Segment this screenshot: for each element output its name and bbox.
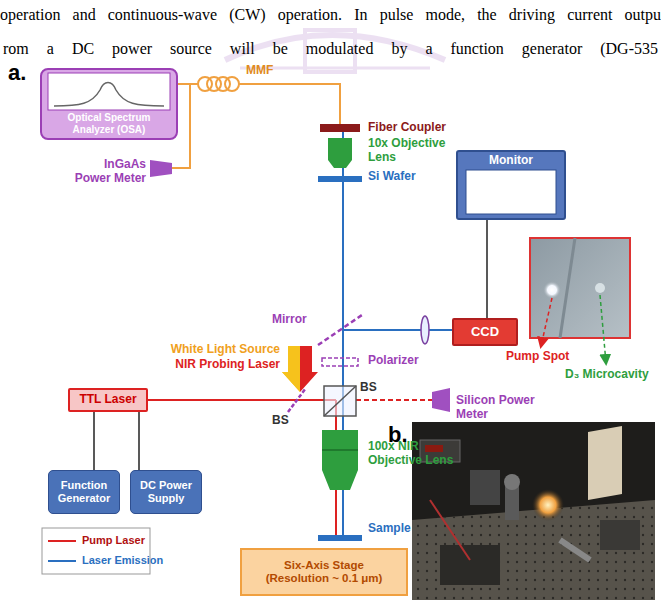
image-edge xyxy=(560,238,575,338)
part-label: Si Wafer xyxy=(368,170,416,184)
leader-arrow xyxy=(541,298,552,346)
part-label: Mirror xyxy=(272,313,307,327)
stage-photo xyxy=(440,545,500,585)
instrument-box: DC Power Supply xyxy=(130,470,202,514)
callout-label: D₃ Microcavity xyxy=(565,368,649,382)
part-label: Fiber Coupler xyxy=(368,121,446,135)
white-light-arrow xyxy=(282,346,300,392)
source-label: NIR Probing Laser xyxy=(146,358,280,372)
optic-mount xyxy=(504,474,520,490)
lab-photo xyxy=(412,422,655,600)
node-text: CCD xyxy=(471,325,499,340)
part-label: 100x NIR Objective Lens xyxy=(368,440,463,468)
mount xyxy=(470,470,500,505)
pump-beam xyxy=(148,399,336,401)
emission-beam xyxy=(343,329,452,331)
objective-lens xyxy=(328,138,352,168)
si-wafer xyxy=(318,176,362,182)
node-text: Six-Axis Stage (Resolution ~ 0.1 μm) xyxy=(252,559,396,585)
flip-mirror xyxy=(318,315,362,345)
legend-text: Laser Emission xyxy=(82,554,163,567)
camera-box: CCD xyxy=(452,318,518,346)
card xyxy=(588,426,622,500)
part-label: Silicon Power Meter xyxy=(456,394,538,422)
panel-label: b. xyxy=(388,422,408,447)
part-label: InGaAs Power Meter xyxy=(70,158,146,186)
laser-box: TTL Laser xyxy=(68,388,148,412)
legend-line xyxy=(48,560,76,562)
fiber-coupler xyxy=(320,124,360,132)
stage-photo xyxy=(600,520,640,550)
connector-wire xyxy=(138,412,140,470)
fiber xyxy=(239,84,340,124)
pump-spot xyxy=(543,281,561,299)
panel-label: a. xyxy=(8,60,26,85)
spectrum-screen xyxy=(48,73,170,110)
lens-ring xyxy=(322,449,358,451)
rail xyxy=(560,540,590,560)
lens xyxy=(421,316,429,344)
monitor-box: Monitor xyxy=(456,150,566,220)
source-label: White Light Source xyxy=(146,343,280,357)
white-light-arrow xyxy=(282,346,300,392)
fiber-coil xyxy=(198,77,239,91)
lamp-glow xyxy=(532,489,564,521)
objective-lens xyxy=(322,430,358,490)
cable xyxy=(430,500,470,560)
legend-frame xyxy=(42,528,150,574)
beam-splitter xyxy=(324,386,356,416)
beam-splitter-face xyxy=(324,386,356,416)
part-label: 10x Objective Lens xyxy=(368,137,463,165)
table-holes xyxy=(412,500,655,600)
stage-box: Six-Axis Stage (Resolution ~ 0.1 μm) xyxy=(240,548,408,596)
node-text: TTL Laser xyxy=(79,393,136,407)
connector-wire xyxy=(93,412,95,470)
photo-background xyxy=(412,422,655,600)
flip-beam-splitter xyxy=(288,388,306,412)
part-label: Polarizer xyxy=(368,354,419,368)
power-meter-symbol xyxy=(150,160,172,177)
part-label: MMF xyxy=(246,64,273,78)
microcavity-spot xyxy=(595,283,605,293)
polarizer xyxy=(322,358,358,366)
legend-line xyxy=(48,540,76,542)
probe-laser-arrow xyxy=(300,346,318,392)
instrument-box: Function Generator xyxy=(48,470,120,514)
sample xyxy=(318,535,362,541)
fiber xyxy=(178,83,198,85)
body-text: operation and continuous-wave (CW) opera… xyxy=(0,6,661,24)
node-text: Optical Spectrum Analyzer (OSA) xyxy=(46,112,172,135)
power-meter-symbol xyxy=(432,388,450,412)
part-label: Sample xyxy=(368,522,411,536)
ccd-image xyxy=(530,238,630,338)
node-text: DC Power Supply xyxy=(133,479,199,504)
part-label: BS xyxy=(360,381,377,395)
node-text: Function Generator xyxy=(51,479,117,504)
optical-table xyxy=(412,500,655,600)
fiber-loop xyxy=(225,77,239,91)
legend-text: Pump Laser xyxy=(82,534,145,547)
body-text: rom a DC power source will be modulated … xyxy=(3,40,658,58)
analyzer-box: Optical Spectrum Analyzer (OSA) xyxy=(40,68,178,140)
spectrum-curve xyxy=(54,83,164,107)
leader-arrow xyxy=(600,295,606,363)
part-label: BS xyxy=(272,414,289,428)
connector-wire xyxy=(486,220,488,318)
monitor-screen xyxy=(466,170,556,214)
callout-label: Pump Spot xyxy=(506,350,569,364)
probe-beam xyxy=(356,399,432,401)
node-text: Monitor xyxy=(489,154,533,168)
instrument-display xyxy=(425,445,443,452)
